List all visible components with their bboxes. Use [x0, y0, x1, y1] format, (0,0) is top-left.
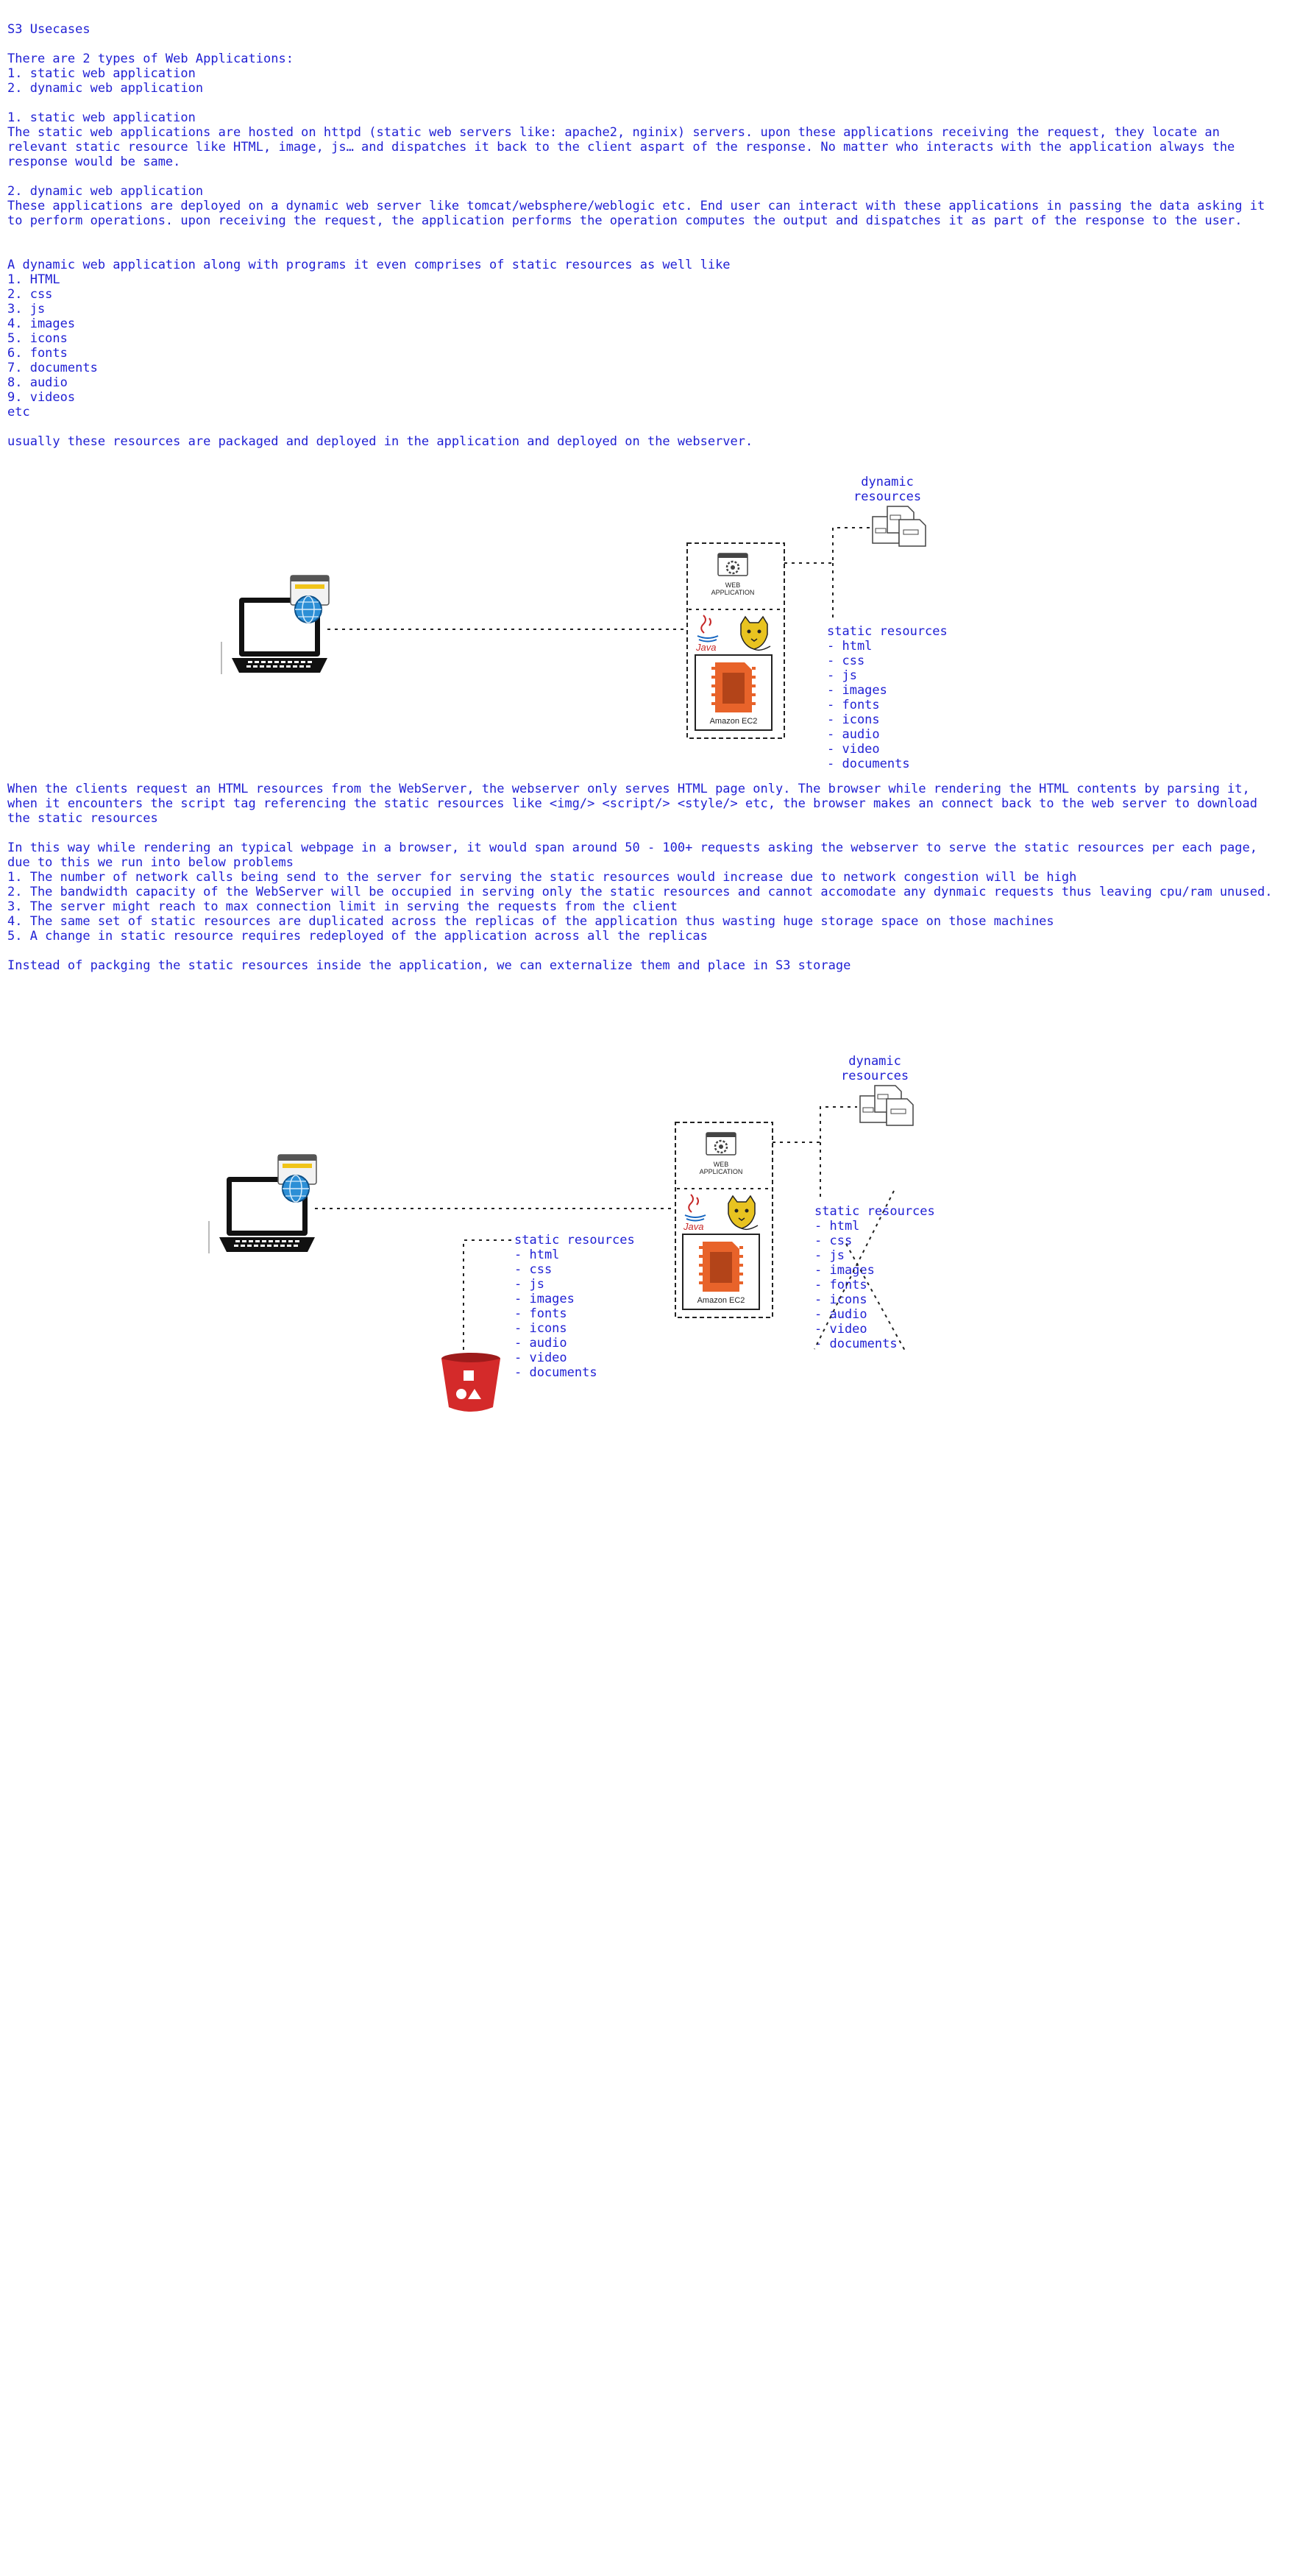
text-line: When the clients request an HTML resourc… — [7, 782, 1265, 826]
server-to-dynamic-connector — [784, 527, 870, 564]
text-line: S3 Usecases — [7, 22, 90, 37]
server-container — [675, 1122, 773, 1318]
diagram1-static-resources-label: static resources - html - css - js - ima… — [827, 624, 948, 771]
text-line: 4. The same set of static resources are … — [7, 914, 1054, 929]
text-line: 3. js — [7, 302, 46, 316]
java-label: Java — [695, 642, 716, 653]
text-line: 6. fonts — [7, 346, 68, 361]
text-line: usually these resources are packaged and… — [7, 434, 753, 449]
ec2-label: Amazon EC2 — [710, 717, 758, 726]
text-line: 2. The bandwidth capacity of the WebServ… — [7, 885, 1273, 899]
text-line: 7. documents — [7, 361, 98, 375]
text-line: etc — [7, 405, 30, 420]
text-line: These applications are deployed on a dyn… — [7, 199, 1273, 228]
text-line: 1. The number of network calls being sen… — [7, 870, 1077, 885]
diagram2-dynamic-resources-label: dynamic resources — [841, 1054, 909, 1083]
text-line: Instead of packging the static resources… — [7, 958, 851, 973]
text-line: In this way while rendering an typical w… — [7, 841, 1265, 870]
web-application-icon — [705, 1131, 737, 1156]
text-line: 1. static web application — [7, 110, 196, 125]
java-icon — [684, 1194, 706, 1222]
documents-icon — [872, 506, 926, 547]
text-line: 5. icons — [7, 331, 68, 346]
s3-bucket-icon — [441, 1353, 500, 1412]
ec2-label: Amazon EC2 — [697, 1296, 745, 1305]
document-section-problems: When the clients request an HTML resourc… — [7, 782, 1280, 973]
static-resources-strike-line — [814, 1190, 895, 1350]
text-line: A dynamic web application along with pro… — [7, 258, 731, 272]
laptop-browser-icon — [221, 575, 330, 675]
text-line: 1. static web application — [7, 66, 196, 81]
text-line: 2. dynamic web application — [7, 81, 204, 96]
diagram1-dynamic-resources-label: dynamic resources — [853, 475, 922, 504]
text-line: 3. The server might reach to max connect… — [7, 899, 678, 914]
diagram2-bucket-static-resources-label: static resources - html - css - js - ima… — [514, 1233, 635, 1380]
text-line: 2. dynamic web application — [7, 184, 204, 199]
java-icon — [697, 615, 719, 643]
text-line: 5. A change in static resource requires … — [7, 929, 708, 944]
text-line: There are 2 types of Web Applications: — [7, 52, 294, 66]
text-line: 9. videos — [7, 390, 76, 405]
text-line: The static web applications are hosted o… — [7, 125, 1243, 169]
tomcat-icon — [740, 616, 771, 651]
static-resources-strike-line — [845, 1243, 906, 1351]
tomcat-icon — [728, 1195, 759, 1231]
documents-icon — [859, 1085, 914, 1126]
text-line: 4. images — [7, 316, 76, 331]
diagram2-static-resources-label: static resources - html - css - js - ima… — [814, 1204, 935, 1351]
bucket-connector — [463, 1239, 511, 1353]
laptop-browser-icon — [208, 1154, 317, 1254]
text-line: 8. audio — [7, 375, 68, 390]
java-label: Java — [683, 1221, 703, 1232]
text-line: 1. HTML — [7, 272, 60, 287]
web-application-icon — [717, 552, 749, 577]
text-line: 2. css — [7, 287, 53, 302]
server-to-dynamic-connector — [773, 1106, 857, 1143]
server-container — [686, 542, 785, 739]
